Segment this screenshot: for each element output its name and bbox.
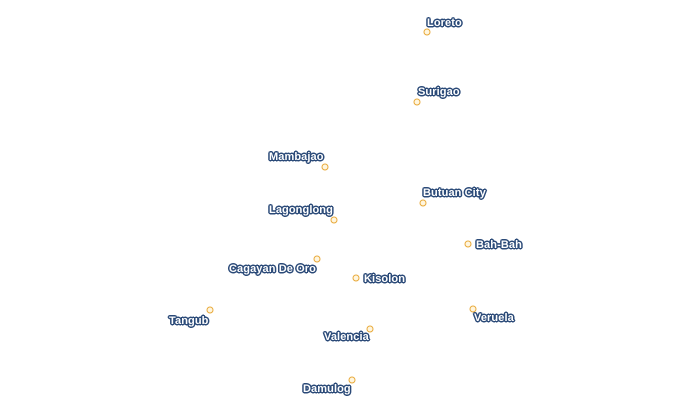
place-marker-bah-bah[interactable] — [464, 240, 472, 248]
place-label-kisolon: Kisolon — [364, 273, 406, 285]
place-marker-loreto[interactable] — [423, 28, 431, 36]
place-label-damulog: Damulog — [303, 383, 351, 395]
place-label-valencia: Valencia — [324, 331, 369, 343]
place-marker-veruela[interactable] — [469, 305, 477, 313]
place-marker-damulog[interactable] — [348, 376, 356, 384]
place-label-bah-bah: Bah-Bah — [476, 239, 522, 251]
place-marker-surigao[interactable] — [413, 98, 421, 106]
place-marker-butuan-city[interactable] — [419, 199, 427, 207]
place-label-veruela: Veruela — [474, 312, 514, 324]
place-label-mambajao: Mambajao — [269, 151, 324, 163]
place-marker-valencia[interactable] — [366, 325, 374, 333]
place-label-cagayan-de-oro: Cagayan De Oro — [229, 263, 316, 275]
place-label-loreto: Loreto — [427, 17, 462, 29]
place-label-butuan-city: Butuan City — [423, 187, 486, 199]
place-marker-mambajao[interactable] — [321, 163, 329, 171]
place-marker-tangub[interactable] — [206, 306, 214, 314]
place-marker-kisolon[interactable] — [352, 274, 360, 282]
place-label-tangub: Tangub — [169, 315, 209, 327]
place-label-surigao: Surigao — [418, 86, 460, 98]
place-marker-lagonglong[interactable] — [330, 216, 338, 224]
place-marker-cagayan-de-oro[interactable] — [313, 255, 321, 263]
place-label-lagonglong: Lagonglong — [269, 204, 333, 216]
